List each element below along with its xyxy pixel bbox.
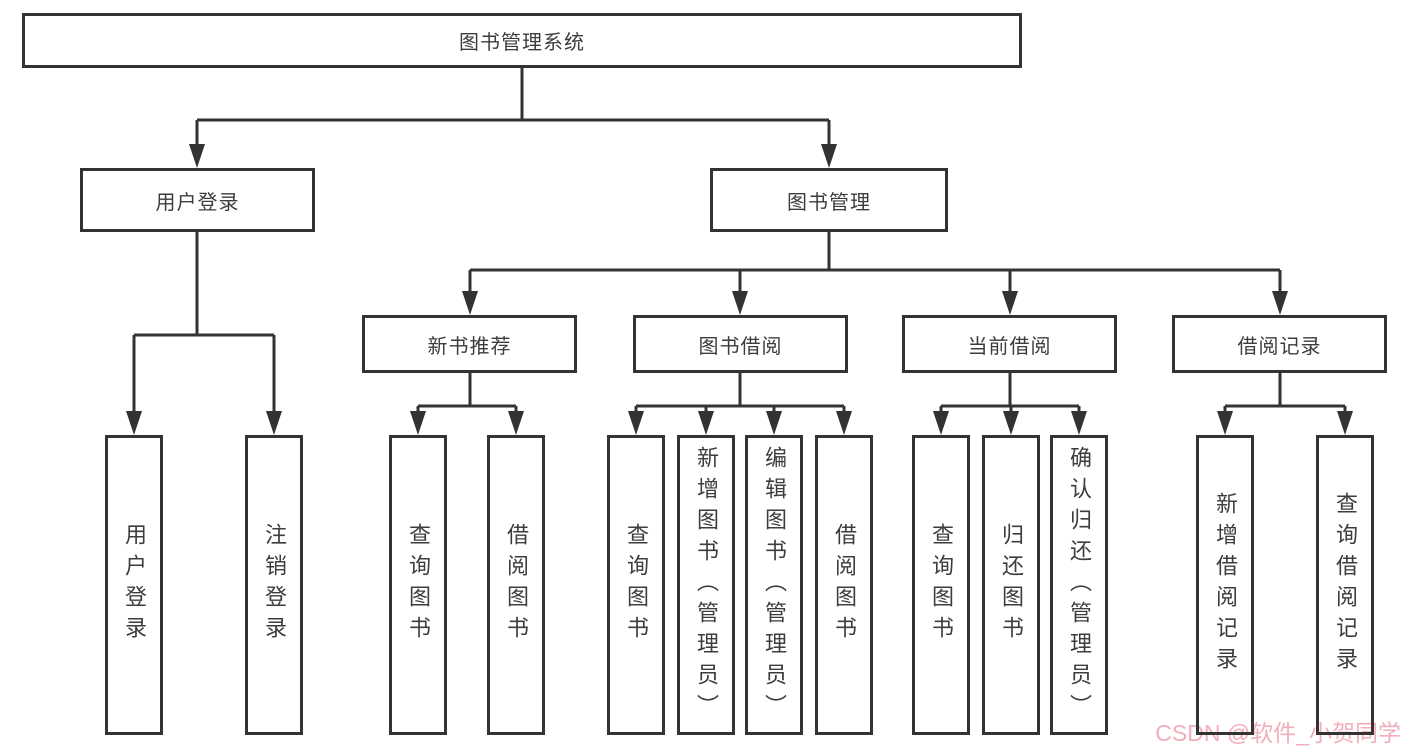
arrow-down-icon [462, 291, 478, 315]
arrow-down-icon [508, 411, 524, 435]
arrowhead-group [126, 144, 1353, 435]
node-label: 编辑图书（管理员） [762, 445, 787, 725]
node-user-login[interactable]: 用户登录 [80, 168, 315, 232]
arrow-down-icon [698, 411, 714, 435]
node-label: 新增图书（管理员） [694, 445, 719, 725]
node-label: 借阅图书 [832, 523, 857, 647]
arrow-down-icon [1071, 411, 1087, 435]
arrow-down-icon [836, 411, 852, 435]
node-label: 注销登录 [262, 523, 287, 647]
node-label: 查询图书 [406, 523, 431, 647]
leaf-edit-books-admin[interactable]: 编辑图书（管理员） [745, 435, 803, 735]
arrow-down-icon [933, 411, 949, 435]
node-label: 查询图书 [624, 523, 649, 647]
leaf-query-books-current[interactable]: 查询图书 [912, 435, 970, 735]
leaf-return-books[interactable]: 归还图书 [982, 435, 1040, 735]
leaf-logout[interactable]: 注销登录 [245, 435, 303, 735]
leaf-user-login[interactable]: 用户登录 [105, 435, 163, 735]
node-label: 确认归还（管理员） [1067, 445, 1092, 725]
leaf-add-borrow-record[interactable]: 新增借阅记录 [1196, 435, 1254, 735]
node-book-borrow[interactable]: 图书借阅 [633, 315, 848, 373]
node-label: 新书推荐 [427, 335, 512, 358]
connector-lines [132, 68, 1347, 413]
node-borrow-records[interactable]: 借阅记录 [1172, 315, 1387, 373]
arrow-down-icon [821, 144, 837, 168]
node-label: 新增借阅记录 [1213, 492, 1238, 678]
leaf-query-books-borrow[interactable]: 查询图书 [607, 435, 665, 735]
arrow-down-icon [1337, 411, 1353, 435]
node-new-book-recommend[interactable]: 新书推荐 [362, 315, 577, 373]
arrow-down-icon [766, 411, 782, 435]
leaf-query-borrow-record[interactable]: 查询借阅记录 [1316, 435, 1374, 735]
node-label: 借阅记录 [1237, 335, 1322, 358]
node-current-borrow[interactable]: 当前借阅 [902, 315, 1117, 373]
arrow-down-icon [410, 411, 426, 435]
node-label: 借阅图书 [504, 523, 529, 647]
node-label: 归还图书 [999, 523, 1024, 647]
node-label: 查询借阅记录 [1333, 492, 1358, 678]
leaf-add-books-admin[interactable]: 新增图书（管理员） [677, 435, 735, 735]
arrow-down-icon [1003, 411, 1019, 435]
arrow-down-icon [1272, 291, 1288, 315]
node-label: 用户登录 [155, 191, 240, 214]
arrow-down-icon [266, 411, 282, 435]
node-label: 查询图书 [929, 523, 954, 647]
arrow-down-icon [628, 411, 644, 435]
leaf-query-books-recommend[interactable]: 查询图书 [389, 435, 447, 735]
node-label: 当前借阅 [967, 335, 1052, 358]
leaf-borrow-books-recommend[interactable]: 借阅图书 [487, 435, 545, 735]
node-label: 图书借阅 [698, 335, 783, 358]
node-library-management-system[interactable]: 图书管理系统 [22, 13, 1022, 68]
node-label: 用户登录 [122, 523, 147, 647]
leaf-borrow-books[interactable]: 借阅图书 [815, 435, 873, 735]
arrow-down-icon [1002, 291, 1018, 315]
node-label: 图书管理 [787, 191, 871, 214]
leaf-confirm-return-admin[interactable]: 确认归还（管理员） [1050, 435, 1108, 735]
arrow-down-icon [732, 291, 748, 315]
node-label: 图书管理系统 [459, 32, 585, 54]
node-book-management[interactable]: 图书管理 [710, 168, 948, 232]
arrow-down-icon [189, 144, 205, 168]
csdn-watermark: CSDN @软件_小贺同学 [1155, 720, 1401, 746]
arrow-down-icon [1217, 411, 1233, 435]
arrow-down-icon [126, 411, 142, 435]
